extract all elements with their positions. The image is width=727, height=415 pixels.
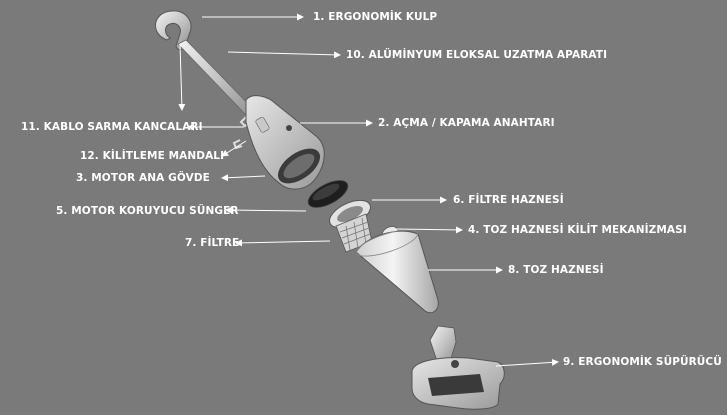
power-switch xyxy=(286,125,292,131)
label-filter: 7. FİLTRE xyxy=(185,237,239,249)
extension-tube xyxy=(178,40,256,117)
leader-arrows xyxy=(180,17,558,366)
label-dust-lock: 4. TOZ HAZNESİ KİLİT MEKANİZMASI xyxy=(468,224,687,236)
label-motor-body: 3. MOTOR ANA GÖVDE xyxy=(76,172,210,184)
label-power-switch: 2. AÇMA / KAPAMA ANAHTARI xyxy=(378,117,555,129)
label-extension-tube: 10. ALÜMİNYUM ELOKSAL UZATMA APARATI xyxy=(346,49,607,61)
label-dust-container: 8. TOZ HAZNESİ xyxy=(508,264,604,276)
label-cable-hooks: 11. KABLO SARMA KANCALARI xyxy=(21,121,203,133)
floor-sweeper xyxy=(412,326,504,409)
label-floor-sweeper: 9. ERGONOMİK SÜPÜRÜCÜ xyxy=(563,356,722,368)
label-motor-sponge: 5. MOTOR KORUYUCU SÜNGER xyxy=(56,205,239,217)
label-filter-housing: 6. FİLTRE HAZNESİ xyxy=(453,194,564,206)
label-locking-latch: 12. KİLİTLEME MANDALI xyxy=(80,150,224,162)
label-ergonomic-handle: 1. ERGONOMİK KULP xyxy=(313,11,437,23)
